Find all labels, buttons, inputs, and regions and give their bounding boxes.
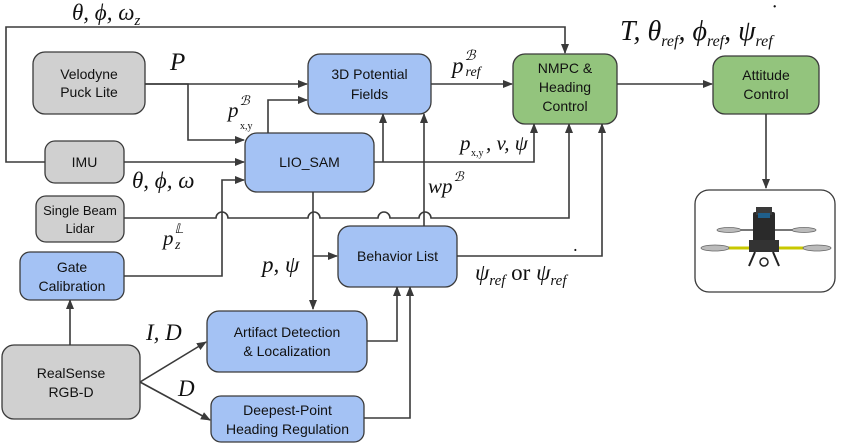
attitude-line2: Control bbox=[743, 86, 788, 102]
gate-calibration-node: Gate Calibration bbox=[19, 251, 125, 301]
label-theta-phi-omega: θ, ϕ, ω bbox=[132, 168, 194, 193]
imu-node: IMU bbox=[44, 140, 125, 184]
realsense-node: RealSense RGB-D bbox=[1, 344, 141, 420]
single-beam-line2: Lidar bbox=[66, 221, 96, 236]
edge-artifact-to-behavior bbox=[367, 286, 401, 342]
realsense-line1: RealSense bbox=[37, 365, 106, 381]
svg-text:x,y: x,y bbox=[240, 121, 253, 132]
svg-text:pℬ: pℬ bbox=[226, 93, 251, 122]
deepest-line1: Deepest-Point bbox=[243, 402, 332, 418]
velodyne-line1: Velodyne bbox=[60, 66, 118, 82]
edge-liosam-to-nmpc bbox=[374, 123, 538, 163]
svg-text:˙: ˙ bbox=[572, 245, 579, 267]
edges bbox=[5, 26, 770, 421]
attitude-line1: Attitude bbox=[742, 67, 790, 83]
edge-behavior-to-nmpc bbox=[457, 123, 606, 257]
svg-text:, v, ψ: , v, ψ bbox=[486, 131, 529, 155]
svg-text:˙: ˙ bbox=[771, 0, 778, 25]
drone-image bbox=[694, 189, 836, 293]
label-psi-ref-or-dot: ψref or ψref ˙ bbox=[475, 245, 579, 289]
artifact-detection-node: Artifact Detection & Localization bbox=[206, 310, 368, 373]
label-p-xy-v-psi: p x,y , v, ψ bbox=[458, 131, 529, 159]
potential-line2: Fields bbox=[351, 86, 388, 102]
label-wp-B: wpℬ bbox=[428, 169, 465, 198]
lio-sam-label: LIO_SAM bbox=[279, 154, 340, 170]
svg-text:ψref or ψref: ψref or ψref bbox=[475, 260, 568, 289]
svg-text:T, θref, ϕref, ψref: T, θref, ϕref, ψref bbox=[620, 16, 775, 50]
artifact-line2: & Localization bbox=[243, 343, 330, 359]
label-p-psi: p, ψ bbox=[260, 252, 300, 277]
deepest-point-node: Deepest-Point Heading Regulation bbox=[210, 395, 365, 443]
imu-label: IMU bbox=[72, 154, 98, 170]
label-controller-outputs: T, θref, ϕref, ψref ˙ bbox=[620, 0, 778, 50]
label-theta-phi-omega-z: θ, ϕ, ωz bbox=[72, 0, 140, 29]
behavior-list-label: Behavior List bbox=[357, 248, 438, 264]
attitude-control-node: Attitude Control bbox=[712, 55, 820, 115]
svg-text:p𝕃z: p𝕃z bbox=[161, 221, 184, 253]
label-I-D: I, D bbox=[145, 320, 182, 345]
single-beam-node: Single Beam Lidar bbox=[35, 195, 125, 243]
nmpc-line2: Heading bbox=[539, 79, 591, 95]
label-p-xy-B: pℬ x,y bbox=[226, 93, 253, 132]
label-D: D bbox=[177, 376, 195, 401]
edge-liosam-to-potential-fields bbox=[267, 96, 308, 133]
nmpc-line3: Control bbox=[542, 98, 587, 114]
lio-sam-node: LIO_SAM bbox=[244, 132, 375, 193]
potential-fields-node: 3D Potential Fields bbox=[307, 53, 432, 115]
deepest-line2: Heading Regulation bbox=[226, 421, 349, 437]
velodyne-node: Velodyne Puck Lite bbox=[32, 51, 146, 115]
edge-realsense-to-deepest bbox=[139, 381, 211, 421]
svg-text:p: p bbox=[458, 131, 471, 155]
svg-text:θ, ϕ, ωz: θ, ϕ, ωz bbox=[72, 0, 140, 29]
single-beam-line1: Single Beam bbox=[43, 203, 117, 218]
svg-text:wpℬ: wpℬ bbox=[428, 169, 465, 198]
nmpc-line1: NMPC & bbox=[538, 60, 593, 76]
velodyne-line2: Puck Lite bbox=[60, 84, 118, 100]
gate-line2: Calibration bbox=[39, 278, 106, 294]
svg-text:x,y: x,y bbox=[471, 148, 484, 159]
realsense-line2: RGB-D bbox=[48, 384, 93, 400]
nmpc-node: NMPC & Heading Control bbox=[512, 53, 618, 125]
edge-realsense-to-artifact bbox=[139, 341, 207, 383]
artifact-line1: Artifact Detection bbox=[234, 324, 341, 340]
edge-deepest-to-behavior bbox=[364, 286, 414, 419]
gate-line1: Gate bbox=[57, 259, 88, 275]
behavior-list-node: Behavior List bbox=[337, 225, 458, 288]
edge-imu-to-nmpc-top bbox=[5, 26, 569, 163]
edge-singlebeam-to-nmpc bbox=[124, 123, 573, 219]
edge-gate-to-liosam bbox=[124, 176, 245, 277]
label-P: P bbox=[169, 49, 185, 76]
potential-line1: 3D Potential bbox=[331, 66, 407, 82]
quadrotor-drone-icon bbox=[700, 207, 832, 267]
